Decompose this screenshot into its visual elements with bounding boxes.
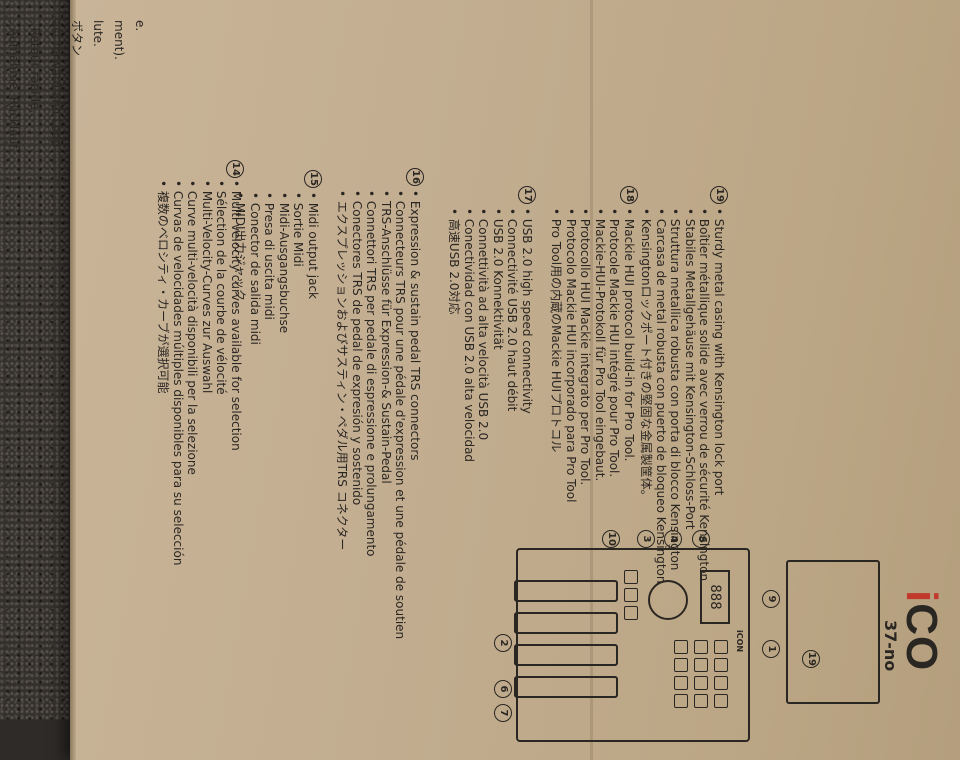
feature-line: Stabiles Metallgehäuse mit Kensington-Sc…: [682, 208, 697, 583]
feature-line: Protocole Mackie HUI intégré pour Pro To…: [607, 208, 621, 502]
device-fader: [514, 580, 618, 602]
partial-left-text: e. ment). lute. ボタン ast forward and Loop , Re…: [0, 20, 150, 191]
callout-badge: 7: [494, 704, 512, 722]
feature-line: MIDI出力ジャック: [232, 192, 247, 345]
feature-line: Sortie Midi: [291, 192, 305, 345]
feature-line: Curvas de velocidades múltiples disponib…: [170, 180, 185, 566]
device-button: [694, 658, 708, 672]
feature-number-badge: 18: [620, 186, 638, 204]
device-button: [714, 694, 728, 708]
device-fader: [514, 676, 618, 698]
device-button: [624, 606, 638, 620]
feature-line: Conectividad con USB 2.0 alta velocidad: [461, 208, 476, 462]
feature-block-16: Expression & sustain pedal TRS connector…: [334, 190, 422, 639]
device-button: [674, 640, 688, 654]
feature-line: Presa di uscita midi: [262, 192, 276, 345]
device-jog-wheel: [648, 580, 688, 620]
device-fader: [514, 644, 618, 666]
feature-line: Midi-Ausgangsbuchse: [276, 192, 291, 345]
feature-line: Boîtier métallique solide avec verrou de…: [697, 208, 711, 583]
feature-number-badge: 15: [304, 170, 322, 188]
feature-block-18: Mackie HUI protocol build-in for Pro Too…: [548, 208, 636, 503]
feature-line: Conectores TRS de pedal de expresión y s…: [349, 190, 364, 639]
feature-line: Mackie-HUI-Protokoll für Pro Tool eingeb…: [592, 208, 607, 502]
feature-number-badge: 19: [710, 186, 728, 204]
partial-line: e.: [133, 20, 147, 32]
device-display: 888: [700, 570, 730, 624]
partial-line: , Aufnahme, Rücklauf,: [7, 20, 21, 153]
device-button: [674, 694, 688, 708]
device-button: [714, 658, 728, 672]
feature-line: Protocollo HUI Mackie integrato per Pro …: [578, 208, 592, 502]
device-button: [674, 658, 688, 672]
feature-line: Connectivité USB 2.0 haut débit: [505, 208, 519, 462]
box-fold-edge: [70, 0, 76, 760]
product-subtitle: 37-no: [881, 620, 900, 672]
feature-line: TRS-Anschlüsse für Expression-& Sustain-…: [378, 190, 393, 639]
feature-block-19: Sturdy metal casing with Kensington lock…: [638, 208, 726, 584]
feature-line: Connettori TRS per pedale di espressione…: [364, 190, 378, 639]
partial-line: lute.: [91, 20, 105, 47]
callout-badge: 4: [664, 530, 682, 548]
feature-line: Carcasa de metal robusta con puerto de b…: [653, 208, 668, 584]
callout-badge: 2: [494, 634, 512, 652]
feature-block-17: USB 2.0 high speed connectivityConnectiv…: [446, 208, 534, 462]
feature-line: Sélection de la courbe de vélocité: [214, 180, 228, 565]
device-button: [624, 588, 638, 602]
callout-badge: 6: [494, 680, 512, 698]
device-button: [714, 640, 728, 654]
feature-block-15: Midi output jackSortie MidiMidi-Ausgangs…: [232, 192, 320, 345]
printed-spec-sheet: e. ment). lute. ボタン ast forward and Loop , Re…: [7, 0, 946, 742]
feature-line: エクスプレッションおよびサスティン・ペダル用TRS コネクター: [334, 190, 349, 639]
brand-logo: iCO: [897, 590, 946, 672]
feature-line: Conector de salida midi: [247, 192, 262, 345]
device-button: [624, 570, 638, 584]
partial-line: ボタン: [70, 20, 84, 57]
feature-line: USB 2.0 Konnektivität: [490, 208, 505, 462]
feature-line: Expression & sustain pedal TRS connector…: [407, 190, 422, 639]
callout-badge: 9: [762, 590, 780, 608]
partial-line: , Retour rapide,: [28, 20, 42, 114]
feature-line: USB 2.0 high speed connectivity: [519, 208, 534, 462]
feature-block-14: Multi velocity curves available for sele…: [155, 180, 243, 566]
feature-number-badge: 16: [406, 168, 424, 186]
device-button: [694, 640, 708, 654]
feature-line: Mackie HUI protocol build-in for Pro Too…: [621, 208, 636, 502]
feature-line: 高速USB 2.0対応: [446, 208, 461, 462]
device-fader: [514, 612, 618, 634]
feature-number-badge: 14: [226, 160, 244, 178]
feature-line: Curve multi-velocità disponibili per la …: [185, 180, 199, 565]
callout-badge: 10: [602, 530, 620, 548]
device-button: [674, 676, 688, 690]
device-top-view-drawing: iCON 888: [514, 548, 750, 742]
callout-badge: 3: [637, 530, 655, 548]
device-side-view-drawing: [786, 560, 880, 704]
feature-line: Struttura metallica robusta con porta di…: [668, 208, 682, 583]
feature-line: Connettività ad alta velocità USB 2.0: [476, 208, 490, 462]
device-button: [694, 694, 708, 708]
device-button: [694, 676, 708, 690]
feature-line: Protocolo Mackie HUI incorporado para Pr…: [563, 208, 578, 503]
device-brand-label: iCON: [735, 630, 744, 653]
feature-line: Kensingtonロックポート付きの堅固な金属製筐体。: [638, 208, 653, 583]
feature-line: Midi output jack: [305, 192, 320, 345]
feature-line: Multi-Velocity-Curves zur Auswahl: [199, 180, 214, 565]
callout-badge: 8: [692, 530, 710, 548]
feature-line: Connecteurs TRS pour une pédale d'expres…: [393, 190, 407, 639]
partial-line: ast forward and Loop: [49, 20, 63, 148]
feature-line: Sturdy metal casing with Kensington lock…: [711, 208, 726, 583]
device-button: [714, 676, 728, 690]
feature-number-badge: 17: [518, 186, 536, 204]
callout-badge: 1: [762, 640, 780, 658]
partial-line: ment).: [112, 20, 126, 60]
feature-line: Pro Tool用の内蔵のMackie HUIプロトコル: [548, 208, 563, 502]
feature-line: 複数のベロシティ・カーブが選択可能: [155, 180, 170, 565]
callout-badge: 19: [802, 650, 820, 668]
